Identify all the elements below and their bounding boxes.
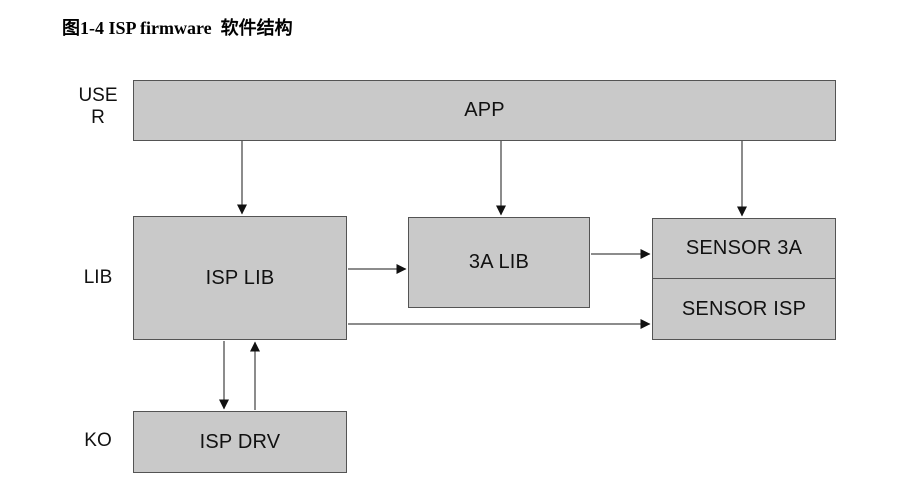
node-isp-lib-label: ISP LIB	[205, 266, 275, 289]
node-sensor-isp: SENSOR ISP	[652, 278, 836, 340]
node-isp-drv-label: ISP DRV	[199, 430, 281, 453]
node-sensor-3a-label: SENSOR 3A	[685, 237, 803, 259]
figure-caption: 图1-4 ISP firmware 软件结构	[62, 18, 293, 38]
node-app-label: APP	[464, 99, 505, 121]
node-isp-drv: ISP DRV	[133, 411, 347, 473]
node-3a-lib-label: 3A LIB	[468, 251, 530, 273]
node-sensor-3a: SENSOR 3A	[652, 218, 836, 279]
node-3a-lib: 3A LIB	[408, 217, 590, 308]
node-isp-lib: ISP LIB	[133, 216, 347, 340]
layer-label-lib: LIB	[83, 267, 113, 288]
node-app: APP	[133, 80, 836, 141]
node-sensor-isp-label: SENSOR ISP	[681, 297, 807, 320]
layer-label-user: USE R	[78, 85, 118, 128]
layer-label-ko: KO	[84, 430, 112, 451]
